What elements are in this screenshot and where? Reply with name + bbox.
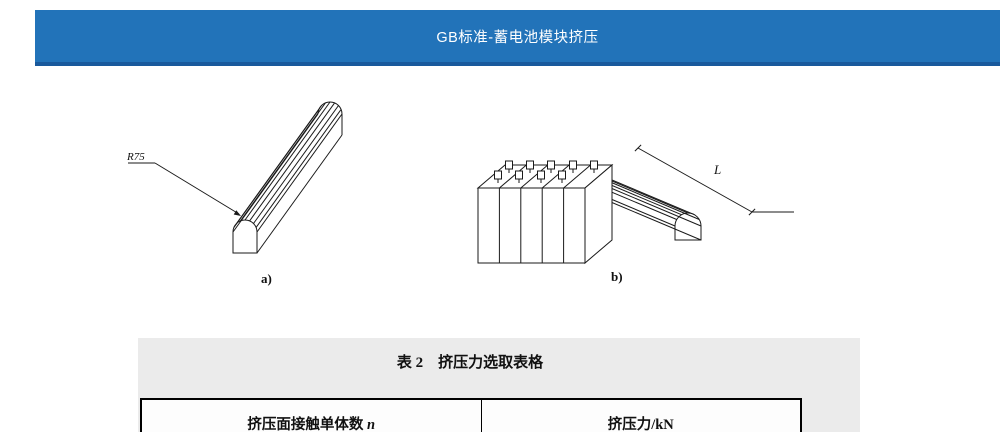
table-header-row: 挤压面接触单体数 n 挤压力/kN	[140, 398, 802, 432]
table-caption: 表 2 挤压力选取表格	[396, 355, 544, 371]
module-terminals	[494, 160, 598, 183]
figure-b-battery-module	[476, 163, 614, 265]
figure-b-dimension-line	[634, 144, 794, 216]
leader-arrowhead	[233, 210, 241, 216]
module-front-face	[477, 187, 586, 264]
title-bar: GB标准-蓄电池模块挤压	[35, 10, 1000, 66]
figure-a-radius-callout	[128, 162, 241, 216]
crush-force-table: 挤压面接触单体数 n 挤压力/kN	[140, 398, 802, 432]
col1-label-text: 挤压面接触单体数	[247, 416, 364, 432]
col1-variable: n	[367, 416, 376, 432]
col-header-cell-count: 挤压面接触单体数 n	[140, 398, 482, 432]
dimension-label: L	[713, 162, 721, 177]
figure-a-crush-bar	[232, 101, 343, 254]
technical-figure: R75 a)	[126, 101, 794, 286]
figure-b-label: b)	[611, 269, 623, 284]
radius-label: R75	[126, 151, 145, 163]
page-title: GB标准-蓄电池模块挤压	[436, 29, 599, 46]
col2-label-text: 挤压力/kN	[607, 416, 674, 432]
col-header-crush-force: 挤压力/kN	[480, 398, 802, 432]
figure-a-label: a)	[261, 271, 272, 286]
